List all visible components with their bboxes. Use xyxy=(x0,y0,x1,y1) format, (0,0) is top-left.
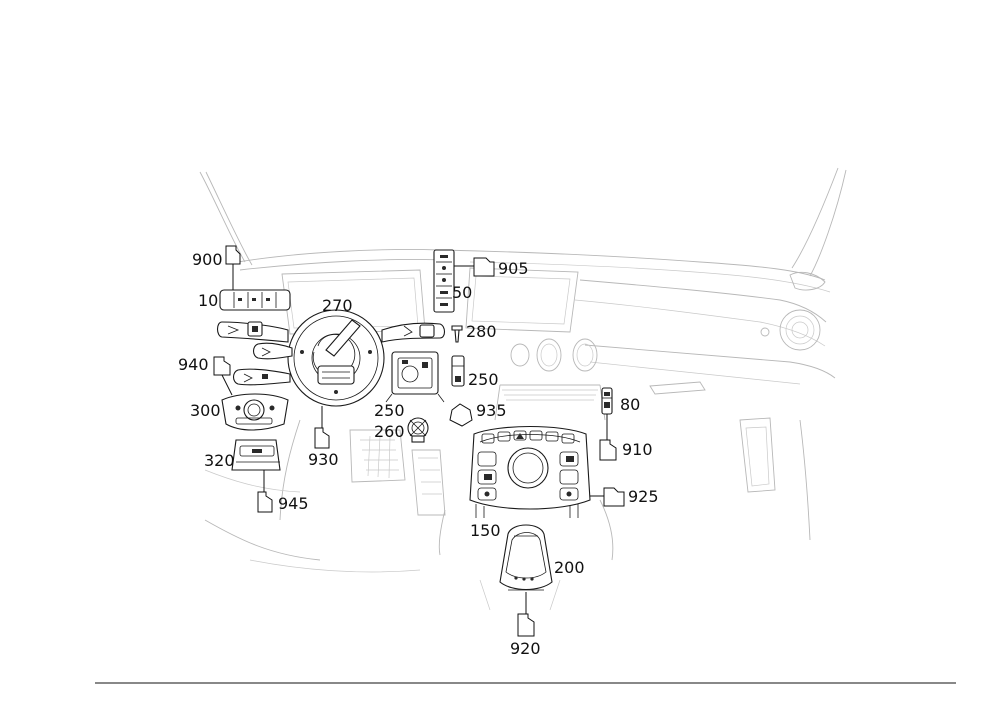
label-200: 200 xyxy=(554,558,585,577)
switch-panel-10 xyxy=(219,289,291,311)
switch-strip-50 xyxy=(433,249,455,313)
part-labels: 900 10 270 905 50 280 940 250 300 250 93… xyxy=(178,250,659,658)
touchpad-controller-200 xyxy=(499,524,553,591)
connector-940 xyxy=(213,356,231,376)
switch-80 xyxy=(601,387,613,415)
module-250 xyxy=(451,355,465,387)
label-910: 910 xyxy=(622,440,653,459)
label-80: 80 xyxy=(620,395,640,414)
label-150: 150 xyxy=(470,521,501,540)
light-switch-300 xyxy=(221,393,289,431)
screw-280 xyxy=(451,325,463,343)
control-unit-250 xyxy=(385,351,445,403)
connector-920 xyxy=(517,613,535,637)
rotary-part-260 xyxy=(407,417,429,443)
label-280: 280 xyxy=(466,322,497,341)
label-320: 320 xyxy=(204,451,235,470)
label-925: 925 xyxy=(628,487,659,506)
label-250-left: 250 xyxy=(374,401,405,420)
connector-935 xyxy=(449,403,473,427)
connector-930 xyxy=(314,427,330,449)
label-930: 930 xyxy=(308,450,339,469)
label-920: 920 xyxy=(510,639,541,658)
center-control-panel-150 xyxy=(469,426,591,518)
label-940: 940 xyxy=(178,355,209,374)
connector-945 xyxy=(257,491,273,513)
label-50: 50 xyxy=(452,283,472,302)
label-10: 10 xyxy=(198,291,218,310)
cruise-control-stalk xyxy=(232,368,291,386)
label-945: 945 xyxy=(278,494,309,513)
dashboard-background xyxy=(199,167,847,611)
label-900: 900 xyxy=(192,250,223,269)
label-250-right: 250 xyxy=(468,370,499,389)
steering-column-module-270 xyxy=(216,309,446,407)
label-935: 935 xyxy=(476,401,507,420)
connector-905 xyxy=(473,257,495,277)
connector-900 xyxy=(225,245,241,265)
connector-910 xyxy=(599,439,617,461)
switch-block-320 xyxy=(231,439,281,471)
connector-925 xyxy=(603,487,625,507)
label-270: 270 xyxy=(322,296,353,315)
label-260: 260 xyxy=(374,422,405,441)
label-905: 905 xyxy=(498,259,529,278)
label-300: 300 xyxy=(190,401,221,420)
